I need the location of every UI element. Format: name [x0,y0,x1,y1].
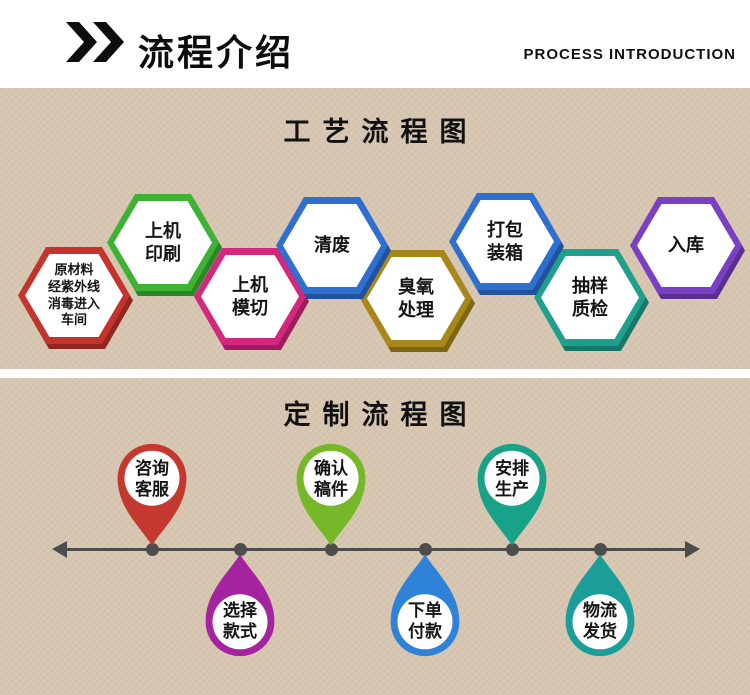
timeline-dot [146,543,159,556]
map-pin-icon [390,554,460,657]
pin-step-logistics-delivery: 物流 发货 [561,553,639,660]
pin-step-place-order-pay: 下单 付款 [386,553,464,660]
hex-step-sampling-inspection: 抽样 质检 [534,249,649,351]
pin-label: 安排 生产 [495,459,529,500]
timeline-dot [594,543,607,556]
pin-label: 咨询 客服 [135,459,169,500]
hex-step-raw-material: 原材料 经紫外线 消毒进入 车间 [18,247,133,349]
hex-label: 臭氧 处理 [367,257,465,340]
hex-step-ozone-treatment: 臭氧 处理 [360,250,475,352]
header: 流程介绍 PROCESS INTRODUCTION [0,0,750,88]
hex-step-waste-removal: 清废 [276,197,391,299]
map-pin-icon [117,443,187,546]
timeline-line [66,548,686,551]
fast-forward-chevrons-icon [66,22,124,64]
pin-step-choose-style: 选择 款式 [201,553,279,660]
pin-label: 物流 发货 [583,600,617,641]
timeline-dot [234,543,247,556]
timeline-dot [325,543,338,556]
hex-label: 原材料 经紫外线 消毒进入 车间 [25,254,123,337]
hex-step-printing: 上机 印刷 [107,194,222,296]
page-subtitle: PROCESS INTRODUCTION [523,46,736,63]
hex-label: 清废 [283,204,381,287]
page-title: 流程介绍 [138,32,295,73]
map-pin-icon [205,554,275,657]
hex-label: 上机 模切 [201,255,299,338]
pin-step-arrange-production: 安排 生产 [473,440,551,547]
pin-step-confirm-draft: 确认 稿件 [292,440,370,547]
timeline-dot [506,543,519,556]
pin-label: 确认 稿件 [314,459,348,500]
process-flow-section: 工艺流程图 原材料 经紫外线 消毒进入 车间 上机 印刷 上机 [0,88,750,369]
timeline-arrow-right-icon [685,541,700,558]
pin-label: 下单 付款 [408,600,442,641]
pin-label: 选择 款式 [223,600,257,641]
pin-step-consult-service: 咨询 客服 [113,440,191,547]
map-pin-icon [477,443,547,546]
hex-step-warehousing: 入库 [630,197,745,299]
map-pin-icon [565,554,635,657]
timeline-arrow-left-icon [52,541,67,558]
hex-step-packing: 打包 装箱 [449,193,564,295]
custom-flow-title: 定制流程图 [283,400,479,430]
map-pin-icon [296,443,366,546]
timeline-dot [419,543,432,556]
process-flow-title: 工艺流程图 [283,117,479,147]
